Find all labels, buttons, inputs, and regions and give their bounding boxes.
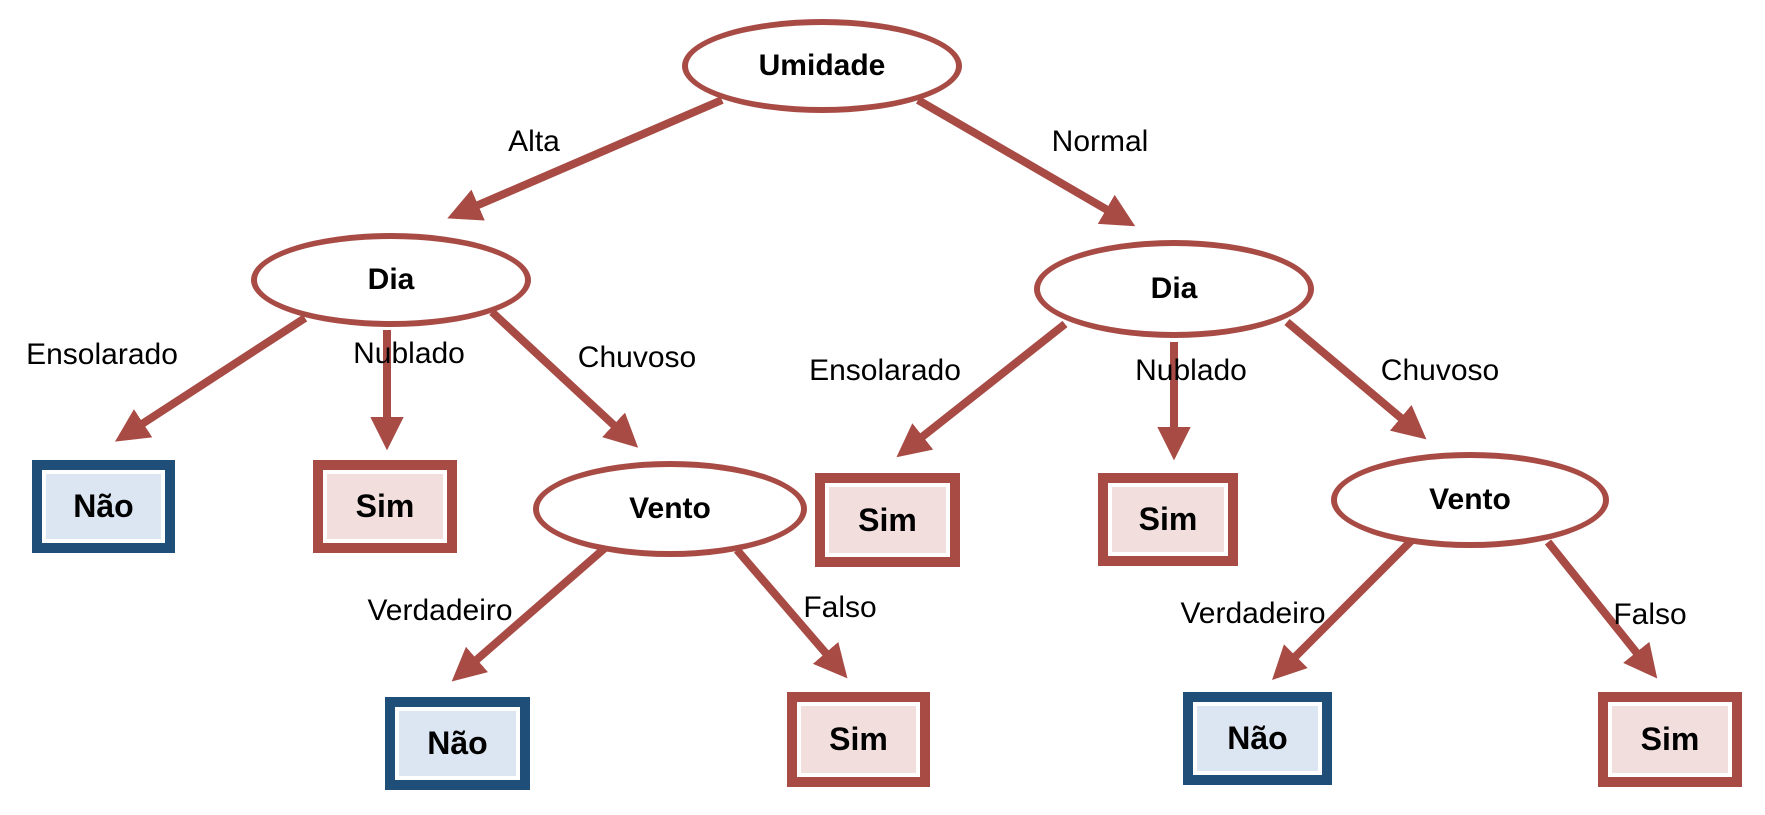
arrow-umidade-normal [915, 96, 1136, 227]
edge-label-alta: Alta [508, 125, 560, 158]
leaf-label: Sim [355, 488, 415, 524]
leaf-nao-dia-left-ensolarado: Não [32, 460, 175, 553]
arrow-vento-right-falso [1544, 539, 1658, 679]
leaf-nao-vento-left-verdadeiro: Não [385, 697, 530, 790]
node-vento-left-label: Vento [629, 492, 711, 525]
arrow-dia-left-chuvoso [489, 309, 639, 448]
leaf-label: Sim [1138, 501, 1198, 537]
edge-label-verdadeiro-right: Verdadeiro [1180, 597, 1326, 630]
node-vento-left: Vento [533, 461, 807, 557]
edge-label-falso-left: Falso [803, 591, 877, 624]
node-umidade-label: Umidade [758, 49, 886, 82]
leaf-label: Não [427, 725, 488, 761]
node-dia-left-label: Dia [367, 263, 415, 296]
leaf-label: Sim [1640, 721, 1700, 757]
edge-label-verdadeiro-left: Verdadeiro [367, 594, 513, 627]
node-vento-right-label: Vento [1429, 483, 1511, 516]
arrow-vento-right-verdadeiro [1272, 537, 1415, 680]
node-dia-right: Dia [1034, 240, 1314, 338]
leaf-label: Sim [858, 501, 917, 538]
leaf-nao-vento-right-verdadeiro: Não [1183, 692, 1332, 785]
leaf-label: Sim [829, 721, 888, 757]
edge-label-ensolarado-left: Ensolarado [26, 338, 178, 371]
arrow-dia-right-chuvoso [1284, 318, 1427, 440]
leaf-sim-dia-left-nublado: Sim [313, 460, 457, 553]
edge-label-ensolarado-right: Ensolarado [809, 354, 961, 387]
arrow-umidade-alta [447, 96, 724, 221]
edge-label-nublado-left: Nublado [353, 337, 465, 370]
leaf-label: Não [1227, 720, 1288, 756]
arrow-dia-right-ensolarado [896, 320, 1068, 458]
edge-label-chuvoso-left: Chuvoso [577, 341, 697, 374]
edge-label-normal: Normal [1051, 125, 1149, 158]
edge-label-chuvoso-right: Chuvoso [1380, 354, 1500, 387]
leaf-sim-vento-left-falso: Sim [787, 692, 930, 787]
node-vento-right: Vento [1331, 452, 1609, 548]
node-dia-left: Dia [251, 233, 531, 327]
leaf-sim-vento-right-falso: Sim [1598, 692, 1742, 787]
arrow-vento-left-verdadeiro [451, 544, 608, 682]
leaf-label: Não [73, 488, 134, 524]
edge-label-falso-right: Falso [1613, 598, 1687, 631]
leaf-sim-dia-right-ensolarado: Sim [815, 473, 960, 567]
arrow-dia-left-ensolarado [114, 314, 308, 442]
leaf-sim-dia-right-nublado: Sim [1098, 473, 1238, 566]
node-umidade: Umidade [682, 19, 962, 113]
node-dia-right-label: Dia [1150, 272, 1198, 305]
arrow-vento-left-falso [733, 547, 848, 679]
edge-label-nublado-right: Nublado [1135, 354, 1247, 387]
